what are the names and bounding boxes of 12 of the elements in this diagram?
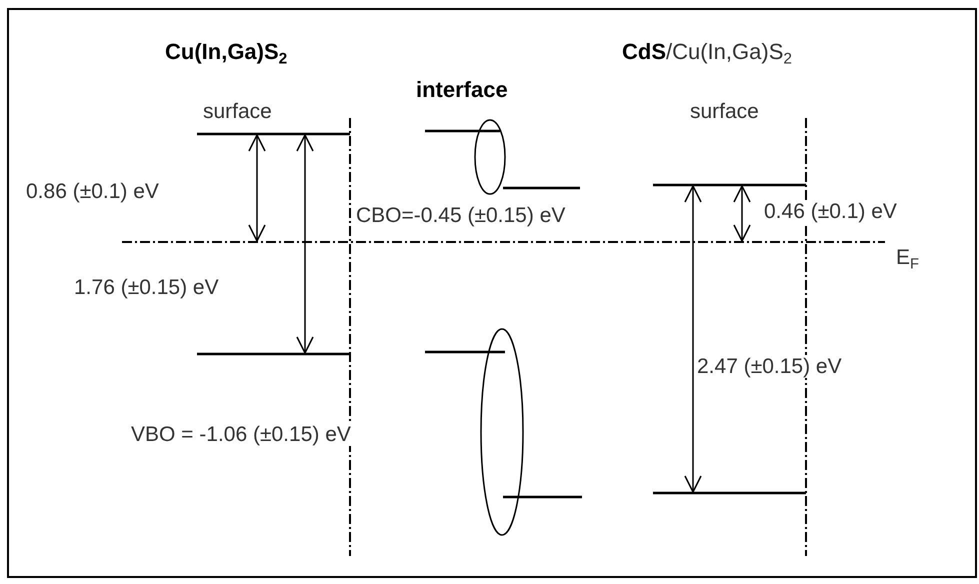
energy-label: VBO = -1.06 (±0.15) eV <box>131 423 351 446</box>
energy-label: 0.86 (±0.1) eV <box>26 180 159 204</box>
heading: Cu(In,Ga)S$_{2}$ <box>165 40 288 64</box>
energy-label: surface <box>203 100 272 124</box>
energy-label: 0.46 (±0.1) eV <box>764 200 897 224</box>
energy-label: surface <box>690 100 759 124</box>
heading: interface <box>416 78 508 102</box>
energy-label: CBO=-0.45 (±0.15) eV <box>356 204 566 228</box>
energy-label: 1.76 (±0.15) eV <box>74 276 219 300</box>
heading: CdS/Cu(In,Ga)S$_{2}$ <box>622 40 792 64</box>
energy-label: 2.47 (±0.15) eV <box>697 355 842 378</box>
energy-label: E$_{F}$ <box>896 246 919 270</box>
